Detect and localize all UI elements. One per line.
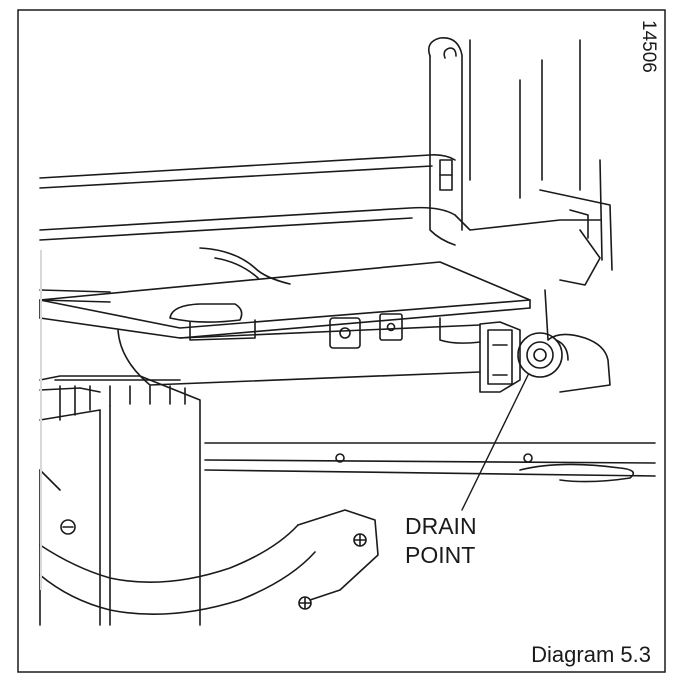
callout-line-1: DRAIN	[405, 513, 477, 539]
bottom-tray	[39, 209, 601, 339]
diagram-border	[17, 9, 666, 673]
shade-strip	[40, 250, 42, 590]
side-panel	[204, 442, 656, 483]
lower-housing	[117, 289, 611, 393]
pipe	[39, 509, 379, 616]
drain-point-callout: DRAIN POINT	[405, 512, 525, 570]
figure-reference-number: 14506	[638, 20, 659, 73]
hanging-hook	[427, 37, 463, 246]
callout-line-2: POINT	[405, 542, 476, 568]
diagram-caption: Diagram 5.3	[531, 642, 651, 667]
boiler-casing	[39, 39, 613, 303]
drain-valve	[479, 321, 569, 393]
heat-exchanger-block	[39, 375, 201, 626]
